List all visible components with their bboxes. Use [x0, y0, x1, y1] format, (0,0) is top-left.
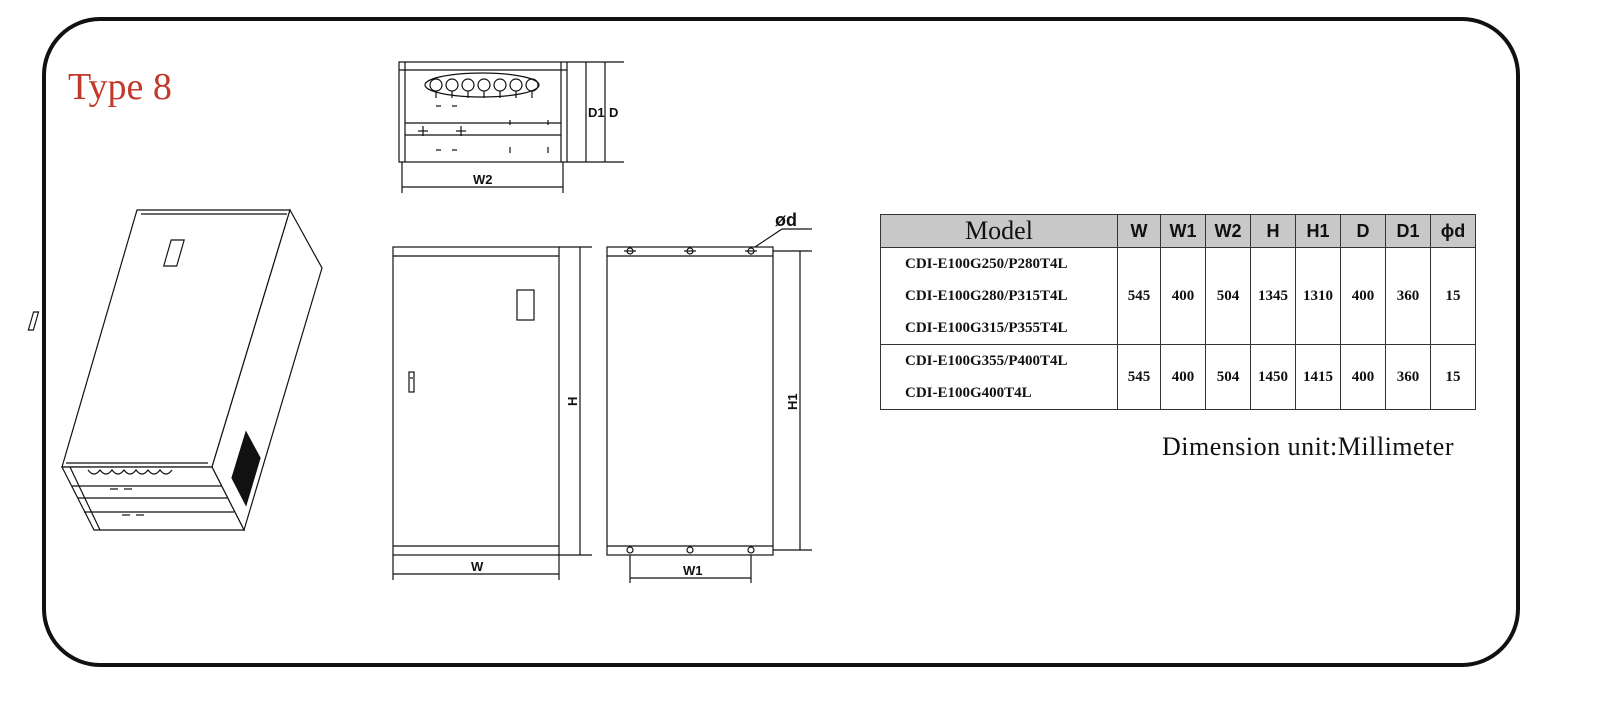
- back-view: [606, 228, 812, 583]
- front-window: [516, 289, 535, 321]
- label-phi-d: ød: [775, 210, 797, 230]
- value-w2: 504: [1205, 344, 1251, 410]
- header-d1: D1: [1385, 214, 1431, 248]
- value-d1: 360: [1385, 247, 1431, 345]
- window-iso: [162, 239, 185, 267]
- header-h: H: [1250, 214, 1296, 248]
- type-title: Type 8: [68, 66, 172, 108]
- label-w2: W2: [473, 172, 493, 187]
- label-d: D: [609, 105, 618, 120]
- value-d: 400: [1340, 247, 1386, 345]
- spec-table: Model W W1 W2 H H1 D D1 ϕd CDI-E100G250/…: [880, 214, 1476, 410]
- front-view: [392, 246, 592, 580]
- model-cell: CDI-E100G280/P315T4L: [880, 280, 1118, 312]
- table-row: CDI-E100G250/P280T4L 545 400 504 1345 13…: [880, 247, 1476, 345]
- value-phi-d: 15: [1430, 247, 1476, 345]
- value-w1: 400: [1160, 247, 1206, 345]
- value-d1: 360: [1385, 344, 1431, 410]
- value-w: 545: [1117, 344, 1161, 410]
- model-cell: CDI-E100G250/P280T4L: [880, 247, 1118, 280]
- model-cell: CDI-E100G400T4L: [880, 377, 1118, 410]
- value-h: 1345: [1250, 247, 1296, 345]
- header-w: W: [1117, 214, 1161, 248]
- header-phi-d: ϕd: [1430, 214, 1476, 248]
- label-d1: D1: [588, 105, 605, 120]
- label-w1: W1: [683, 563, 703, 578]
- value-phi-d: 15: [1430, 344, 1476, 410]
- table-row: CDI-E100G355/P400T4L 545 400 504 1450 14…: [880, 344, 1476, 410]
- dimension-unit-note: Dimension unit:Millimeter: [1162, 432, 1454, 461]
- value-w1: 400: [1160, 344, 1206, 410]
- top-view: [398, 61, 624, 193]
- label-h: H: [565, 397, 580, 406]
- table-header-row: Model W W1 W2 H H1 D D1 ϕd: [880, 214, 1476, 248]
- label-w: W: [471, 559, 484, 574]
- header-d: D: [1340, 214, 1386, 248]
- value-d: 400: [1340, 344, 1386, 410]
- terminal-row: [429, 78, 539, 98]
- value-w2: 504: [1205, 247, 1251, 345]
- value-h: 1450: [1250, 344, 1296, 410]
- table-row: CDI-E100G280/P315T4L: [880, 280, 1476, 312]
- model-cell: CDI-E100G315/P355T4L: [880, 312, 1118, 345]
- isometric-view: [27, 208, 323, 532]
- header-w1: W1: [1160, 214, 1206, 248]
- outer-frame: [42, 17, 1520, 667]
- value-h1: 1415: [1295, 344, 1341, 410]
- header-model: Model: [880, 214, 1118, 248]
- label-h1: H1: [785, 393, 800, 410]
- value-h1: 1310: [1295, 247, 1341, 345]
- header-w2: W2: [1205, 214, 1251, 248]
- table-row: CDI-E100G400T4L: [880, 377, 1476, 410]
- model-cell: CDI-E100G355/P400T4L: [880, 344, 1118, 377]
- table-row: CDI-E100G315/P355T4L: [880, 312, 1476, 345]
- value-w: 545: [1117, 247, 1161, 345]
- header-h1: H1: [1295, 214, 1341, 248]
